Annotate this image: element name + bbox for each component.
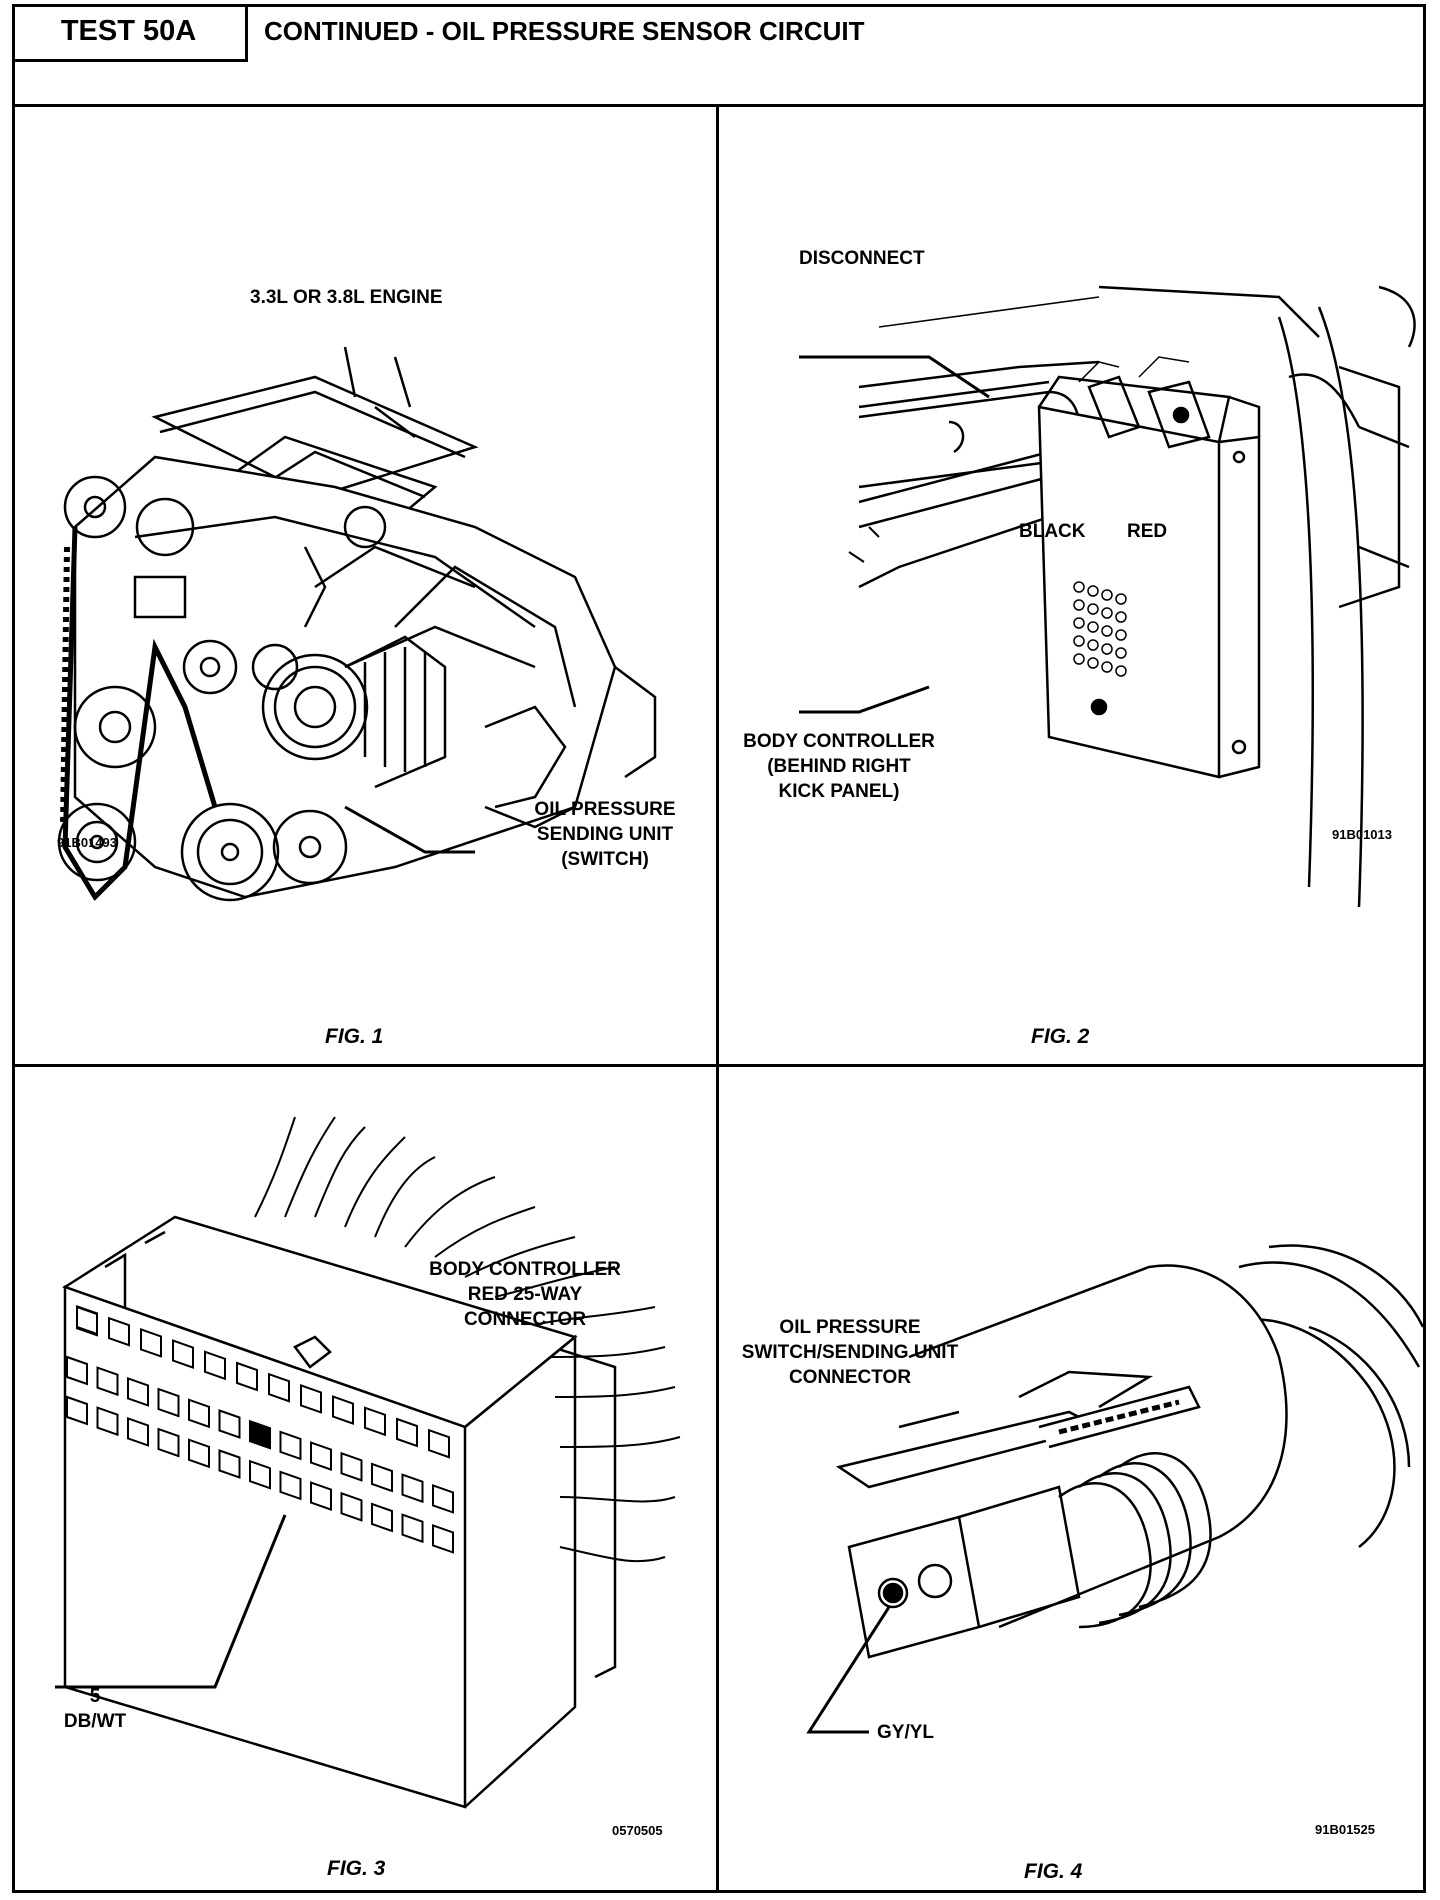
body-controller-callout: BODY CONTROLLER (BEHIND RIGHT KICK PANEL… (719, 729, 979, 804)
connector-cavity (96, 1366, 119, 1397)
figure-caption: FIG. 3 (327, 1857, 386, 1880)
header-divider (12, 104, 1426, 107)
callout-line-1: OIL PRESSURE (534, 799, 676, 820)
connector-cavity (218, 1449, 241, 1479)
figure-caption: FIG. 2 (1031, 1025, 1090, 1048)
red-connector-label: RED (1127, 521, 1168, 542)
connector-cavity (157, 1427, 180, 1458)
connector-cavity (66, 1355, 88, 1386)
connector-cavity (249, 1419, 271, 1450)
page-title: CONTINUED - OIL PRESSURE SENSOR CIRCUIT (264, 16, 865, 46)
title-line-1: OIL PRESSURE (779, 1317, 921, 1338)
figure-code: 0570505 (612, 1823, 663, 1838)
connector-cavity (371, 1502, 393, 1533)
connector-cavity (364, 1406, 386, 1437)
red-25-way-connector-illustration (55, 1116, 681, 1809)
page-frame (12, 4, 1426, 1893)
connector-cavity (401, 1513, 424, 1544)
figure-2: DISCONNECT BLACK RED BODY CONTROLLER (BE… (719, 107, 1423, 1064)
center-divider (716, 104, 719, 1893)
oil-pressure-callout: OIL PRESSURE SENDING UNIT (SWITCH) (505, 797, 705, 872)
test-id: TEST 50A (60, 15, 197, 47)
connector-cavity (300, 1383, 322, 1414)
body-line-1: BODY CONTROLLER (743, 731, 935, 752)
pin-wire-color: DB/WT (63, 1711, 127, 1732)
test-id-box: TEST 50A (12, 4, 248, 62)
connector-cavity (396, 1417, 418, 1448)
title-line-2: RED 25-WAY (467, 1284, 583, 1305)
connector-cavity (401, 1473, 424, 1504)
figure-caption: FIG. 1 (325, 1025, 384, 1048)
figure-caption: FIG. 4 (1024, 1860, 1083, 1883)
title-line-1: BODY CONTROLLER (429, 1259, 621, 1280)
connector-cavity (432, 1523, 454, 1554)
wire-color-label: GY/YL (877, 1722, 935, 1743)
title-line-2: SWITCH/SENDING UNIT (741, 1342, 959, 1363)
connector-cavity (188, 1438, 210, 1469)
connector-cavity (268, 1372, 290, 1403)
figure-1: 3.3L OR 3.8L ENGINE OIL PRESSURE SENDING… (15, 107, 716, 1064)
connector-cavity (310, 1441, 332, 1472)
connector-cavity (76, 1305, 98, 1336)
connector-cavity (188, 1398, 210, 1429)
figure-4: OIL PRESSURE SWITCH/SENDING UNIT CONNECT… (719, 1067, 1423, 1893)
engine-label: 3.3L OR 3.8L ENGINE (250, 287, 443, 308)
connector-cavity (127, 1376, 149, 1407)
connector-cavity (249, 1459, 271, 1490)
body-line-2: (BEHIND RIGHT (767, 756, 911, 777)
connector-cavity (279, 1470, 302, 1501)
connector-cavity (127, 1416, 149, 1447)
connector-cavity (332, 1395, 354, 1426)
engine-illustration (57, 346, 657, 902)
connector-cavity (96, 1406, 119, 1437)
connector-cavity (140, 1327, 162, 1358)
title-line-3: CONNECTOR (788, 1367, 912, 1388)
callout-line-2: SENDING UNIT (536, 824, 674, 845)
pin-number: 5 (89, 1686, 101, 1707)
connector-cavity (340, 1491, 363, 1522)
figure-3: BODY CONTROLLER RED 25-WAY CONNECTOR 5 D… (15, 1067, 716, 1893)
figure-code: 91B01013 (1332, 827, 1392, 842)
connector-title: OIL PRESSURE SWITCH/SENDING UNIT CONNECT… (719, 1315, 981, 1390)
connector-cavity (371, 1462, 393, 1493)
connector-cavity (279, 1430, 302, 1461)
pin-callout: 5 DB/WT (55, 1684, 135, 1734)
connector-cavity (428, 1428, 450, 1459)
body-controller-illustration (799, 285, 1416, 908)
connector-cavity (432, 1483, 454, 1514)
connector-cavity (204, 1350, 226, 1381)
callout-line-3: (SWITCH) (561, 849, 649, 870)
oil-pressure-switch-connector-illustration (806, 1244, 1423, 1734)
connector-cavity (172, 1339, 194, 1370)
connector-title: BODY CONTROLLER RED 25-WAY CONNECTOR (415, 1257, 635, 1332)
connector-cavity (218, 1409, 241, 1439)
black-connector-label: BLACK (1019, 521, 1086, 542)
connector-cavity (236, 1361, 258, 1392)
connector-cavity (310, 1481, 332, 1512)
title-line-3: CONNECTOR (463, 1309, 587, 1330)
row-divider (12, 1064, 1426, 1067)
disconnect-label: DISCONNECT (799, 248, 925, 269)
connector-cavity (108, 1316, 130, 1347)
figure-code: 91B01493 (57, 835, 117, 850)
figure-code: 91B01525 (1315, 1822, 1375, 1837)
connector-cavity (66, 1395, 88, 1426)
connector-cavity (340, 1451, 363, 1482)
body-line-3: KICK PANEL) (778, 781, 900, 802)
connector-cavity (157, 1387, 180, 1418)
